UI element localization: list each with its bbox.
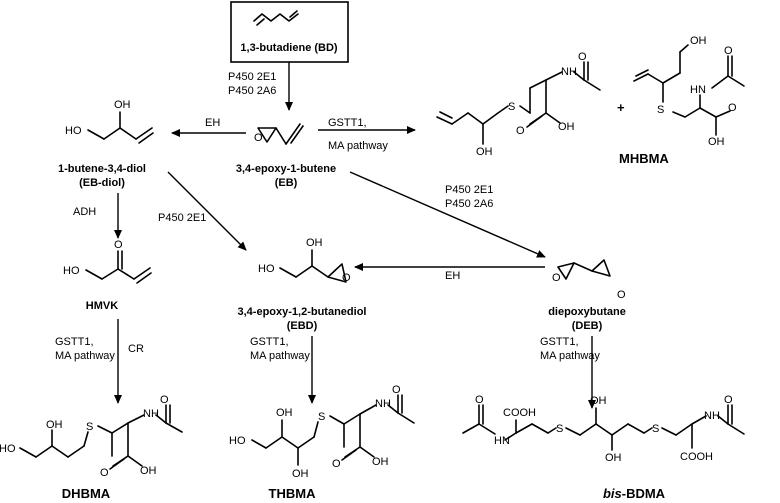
deb-name-label: diepoxybutane: [548, 306, 626, 318]
svg-text:O: O: [342, 272, 351, 284]
butadiene-box: 1,3-butadiene (BD): [230, 1, 349, 63]
svg-text:S: S: [556, 423, 563, 435]
svg-text:OH: OH: [708, 136, 725, 148]
svg-text:OH: OH: [605, 452, 622, 464]
enzyme-gstt1-eb: GSTT1,: [328, 117, 367, 129]
svg-text:HO: HO: [65, 125, 82, 137]
ebd-name-label: 3,4-epoxy-1,2-butanediol: [238, 306, 367, 318]
enzyme-ma-pathway-eb: MA pathway: [328, 140, 388, 152]
ebdiol-structure: HO OH: [65, 99, 154, 144]
svg-text:O: O: [160, 394, 169, 406]
svg-text:HO: HO: [0, 443, 16, 455]
enzyme-p450-2e1-top: P450 2E1: [228, 71, 276, 83]
svg-text:O: O: [728, 102, 737, 114]
enzyme-ma-pathway-ebd: MA pathway: [250, 350, 310, 362]
enzyme-eh-left: EH: [205, 117, 220, 129]
svg-text:OH: OH: [590, 395, 607, 407]
svg-text:O: O: [100, 467, 109, 479]
ebdiol-abbr-label: (EB-diol): [79, 177, 125, 189]
hmvk-structure: HO O: [63, 239, 152, 284]
bisbdma-label: bis-BDMA: [603, 486, 666, 501]
butadiene-structure: [253, 13, 299, 22]
svg-text:COOH: COOH: [680, 451, 713, 463]
thbma-label: THBMA: [269, 486, 317, 501]
eb-structure: O: [254, 123, 304, 145]
svg-text:O: O: [516, 125, 525, 137]
svg-text:O: O: [617, 289, 626, 301]
eb-name-label: 3,4-epoxy-1-butene: [236, 163, 336, 175]
mhbma-label: MHBMA: [619, 151, 669, 166]
ebd-abbr-label: (EBD): [287, 320, 318, 332]
hmvk-label: HMVK: [86, 300, 118, 312]
svg-text:HO: HO: [229, 435, 246, 447]
svg-text:NH: NH: [143, 408, 159, 420]
svg-text:NH: NH: [375, 398, 391, 410]
enzyme-p450-2e1-diol: P450 2E1: [158, 212, 206, 224]
svg-text:OH: OH: [46, 419, 63, 431]
enzyme-ma-pathway-deb: MA pathway: [540, 350, 600, 362]
svg-text:COOH: COOH: [503, 407, 536, 419]
mhbma-isomer-1: S OH NH O O OH: [436, 51, 601, 158]
enzyme-cr: CR: [128, 343, 144, 355]
svg-text:O: O: [578, 51, 587, 63]
enzyme-gstt1-hmvk: GSTT1,: [55, 336, 94, 348]
bisbdma-structure: O HN COOH S OH OH S NH O COOH: [462, 394, 745, 464]
butadiene-label: 1,3-butadiene (BD): [240, 42, 338, 54]
enzyme-gstt1-deb: GSTT1,: [540, 336, 579, 348]
svg-text:S: S: [86, 421, 93, 433]
enzyme-gstt1-ebd: GSTT1,: [250, 336, 289, 348]
svg-text:OH: OH: [476, 146, 493, 158]
ebdiol-name-label: 1-butene-3,4-diol: [58, 163, 146, 175]
svg-text:S: S: [508, 101, 515, 113]
svg-text:O: O: [332, 458, 341, 470]
enzyme-p450-2a6-top: P450 2A6: [228, 85, 276, 97]
svg-text:O: O: [114, 239, 123, 251]
dhbma-structure: HO OH S NH O O OH: [0, 394, 183, 479]
svg-text:OH: OH: [276, 407, 293, 419]
enzyme-p450-2e1-eb: P450 2E1: [445, 184, 493, 196]
svg-text:O: O: [475, 394, 484, 406]
enzyme-adh: ADH: [73, 206, 96, 218]
enzyme-eh-deb: EH: [445, 270, 460, 282]
svg-text:HN: HN: [690, 84, 706, 96]
svg-text:S: S: [657, 104, 664, 116]
thbma-structure: HO OH OH S NH O O OH: [229, 384, 415, 480]
svg-text:O: O: [724, 45, 733, 57]
enzyme-ma-pathway-hmvk: MA pathway: [55, 350, 115, 362]
svg-text:O: O: [392, 384, 401, 396]
svg-text:OH: OH: [114, 99, 131, 111]
deb-abbr-label: (DEB): [572, 320, 603, 332]
svg-text:O: O: [724, 394, 733, 406]
svg-text:OH: OH: [306, 237, 323, 249]
svg-text:OH: OH: [292, 468, 309, 480]
svg-text:O: O: [254, 132, 263, 144]
svg-text:NH: NH: [704, 410, 720, 422]
svg-text:HN: HN: [494, 435, 510, 447]
mhbma-isomer-2: OH S HN O O OH: [633, 35, 745, 148]
svg-text:OH: OH: [690, 35, 707, 47]
svg-text:HO: HO: [258, 263, 275, 275]
deb-structure: O O: [552, 259, 626, 301]
svg-text:OH: OH: [558, 121, 575, 133]
enzyme-p450-2a6-eb: P450 2A6: [445, 198, 493, 210]
plus-sign: +: [617, 100, 625, 115]
svg-text:O: O: [552, 272, 561, 284]
svg-text:OH: OH: [140, 465, 157, 477]
svg-text:S: S: [652, 423, 659, 435]
svg-text:NH: NH: [561, 66, 577, 78]
svg-text:S: S: [318, 411, 325, 423]
ebd-structure: HO OH O: [258, 237, 351, 284]
eb-abbr-label: (EB): [275, 177, 298, 189]
svg-text:HO: HO: [63, 265, 80, 277]
svg-text:OH: OH: [372, 456, 389, 468]
dhbma-label: DHBMA: [62, 486, 111, 501]
